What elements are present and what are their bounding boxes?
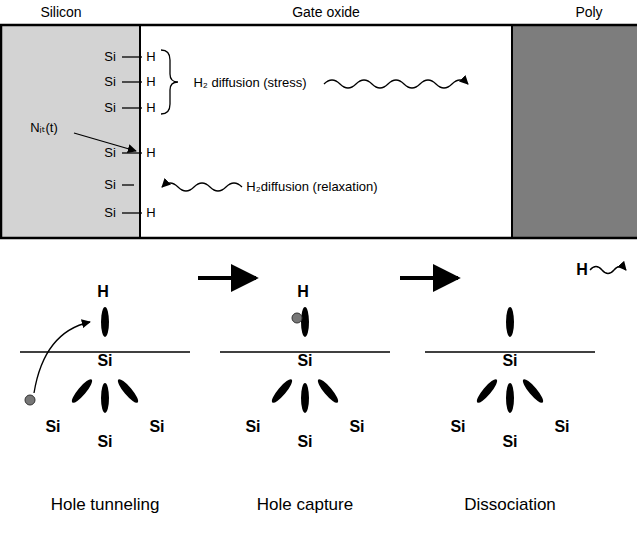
step-caption: Hole capture [257, 496, 353, 515]
brace [161, 50, 178, 114]
atom-label: Si [349, 418, 364, 436]
trap-label: Nᵢₜ(t) [30, 121, 58, 135]
atom-label: Si [297, 433, 312, 451]
atom-label: H [146, 146, 155, 160]
atom-label: H [146, 206, 155, 220]
diffusion-arrow [162, 183, 242, 191]
escape-arrow [590, 267, 626, 274]
diffusion-arrow [324, 80, 468, 88]
atom-label: Si [104, 50, 116, 64]
hole [292, 313, 302, 323]
step-arrow [400, 276, 458, 280]
atom-label: Si [104, 101, 116, 115]
atom-label: Si [554, 418, 569, 436]
atom-label: Si [502, 352, 517, 370]
atom-label: Si [104, 206, 116, 220]
molecules [20, 307, 595, 413]
atom-label: Si [104, 178, 116, 192]
atom-label: Si [97, 433, 112, 451]
atom-label: Si [450, 418, 465, 436]
hole [25, 395, 35, 405]
bonds [122, 57, 142, 213]
atom-label: H [146, 75, 155, 89]
atom-label: Si [502, 433, 517, 451]
region-box: Poly [512, 25, 637, 238]
atom-label: H [146, 50, 155, 64]
atom-label: Si [149, 418, 164, 436]
region-heading: Gate oxide [140, 4, 512, 20]
oxide-region [140, 25, 512, 238]
atom-label: H [297, 283, 309, 301]
process-label: H₂ diffusion (stress) [193, 76, 306, 90]
atom-label: H [146, 101, 155, 115]
atom-label: Si [245, 418, 260, 436]
atom-label: Si [297, 352, 312, 370]
process-label: H₂diffusion (relaxation) [246, 180, 377, 194]
tunneling-arrow [34, 322, 90, 393]
region-heading: Silicon [1, 4, 121, 20]
step-caption: Hole tunneling [51, 496, 160, 515]
atom-label: Si [45, 418, 60, 436]
atom-label: H [97, 283, 109, 301]
frame [1, 25, 637, 238]
silicon-region [1, 25, 140, 238]
atom-label: Si [104, 146, 116, 160]
step-caption: Dissociation [464, 496, 556, 515]
poly-region [512, 25, 637, 238]
region-box: Gate oxide [140, 25, 512, 238]
atom-label: Si [104, 75, 116, 89]
region-heading: Poly [549, 4, 629, 20]
atom-label: Si [97, 352, 112, 370]
region-box: Silicon [1, 25, 140, 238]
step-arrow [198, 276, 256, 280]
atom-label: H [576, 261, 588, 279]
